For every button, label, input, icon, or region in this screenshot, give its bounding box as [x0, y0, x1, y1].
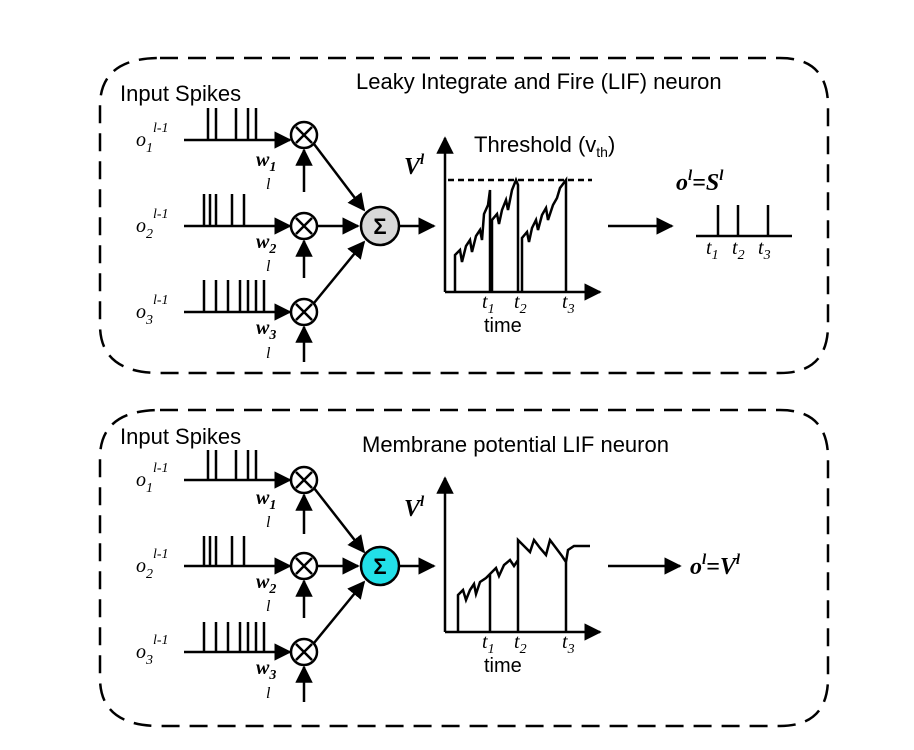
membrane-graph: Vl Threshold (vth) t1 t2 t3 time: [404, 132, 615, 337]
output-tick-label: t1: [706, 237, 719, 263]
panel-title: Leaky Integrate and Fire (LIF) neuron: [356, 69, 722, 94]
weight-superscript: l: [266, 598, 271, 615]
weight-superscript: l: [266, 258, 271, 275]
input-spikes-label: Input Spikes: [120, 424, 241, 449]
membrane-graph: Vl t1 t2 t3 time: [404, 476, 602, 677]
input-row-3: o3l-1 w3 l: [136, 280, 319, 362]
panel-border: [98, 56, 830, 375]
sum-node: Σ: [359, 545, 401, 587]
panel-title: Membrane potential LIF neuron: [362, 432, 669, 457]
membrane-trace: [453, 176, 568, 292]
input-row-1: o1l-1 w1 l: [136, 450, 319, 534]
x-tick-label: t2: [514, 291, 527, 317]
output-tick-label: t3: [758, 237, 771, 263]
panel-lif-neuron: Leaky Integrate and Fire (LIF) neuron In…: [98, 56, 830, 375]
spike-train: [206, 108, 258, 140]
weight-superscript: l: [266, 176, 271, 193]
spike-train: [206, 450, 258, 480]
input-label: o2l-1: [136, 207, 169, 242]
input-label: o2l-1: [136, 547, 169, 582]
input-row-3: o3l-1 w3 l: [136, 622, 319, 702]
input-label: o3l-1: [136, 633, 169, 668]
x-tick-label: t3: [562, 631, 575, 657]
x-axis-label: time: [484, 655, 522, 677]
x-tick-label: t2: [514, 631, 527, 657]
output-equation: ol=Sl: [676, 168, 724, 196]
svg-text:Σ: Σ: [373, 214, 386, 239]
x-axis-label: time: [484, 315, 522, 337]
panel-border: [98, 408, 830, 728]
weight-label: w3: [256, 317, 276, 343]
x-tick-label: t3: [562, 291, 575, 317]
weight-label: w3: [256, 657, 276, 683]
input-label: o3l-1: [136, 293, 169, 328]
weight-superscript: l: [266, 685, 271, 702]
input-row-2: o2l-1 w2 l: [136, 536, 319, 618]
weight-superscript: l: [266, 514, 271, 531]
output-tick-label: t2: [732, 237, 745, 263]
input-label: o1l-1: [136, 461, 169, 496]
threshold-label: Threshold (vth): [474, 132, 615, 160]
y-axis-label: Vl: [404, 152, 425, 180]
weight-label: w2: [256, 231, 276, 257]
x-tick-label: t1: [482, 291, 495, 317]
svg-text:Σ: Σ: [373, 554, 386, 579]
y-axis-label: Vl: [404, 494, 425, 522]
output-spikes: ol=Sl t1 t2 t3: [676, 168, 792, 263]
output-equation: ol=Vl: [690, 552, 741, 580]
input-spikes-label: Input Spikes: [120, 81, 241, 106]
weight-label: w2: [256, 571, 276, 597]
spike-train: [202, 280, 266, 312]
weight-label: w1: [256, 487, 276, 513]
membrane-trace: [456, 536, 590, 632]
weight-superscript: l: [266, 345, 271, 362]
spike-train: [202, 194, 246, 226]
x-tick-label: t1: [482, 631, 495, 657]
panel-membrane-potential: Membrane potential LIF neuron Input Spik…: [98, 408, 830, 728]
input-label: o1l-1: [136, 121, 169, 156]
weight-label: w1: [256, 149, 276, 175]
input-row-2: o2l-1 w2 l: [136, 194, 319, 278]
spike-train: [202, 536, 246, 566]
sum-node: Σ: [359, 205, 401, 247]
input-row-1: o1l-1 w1 l: [136, 108, 319, 193]
spike-train: [202, 622, 266, 652]
